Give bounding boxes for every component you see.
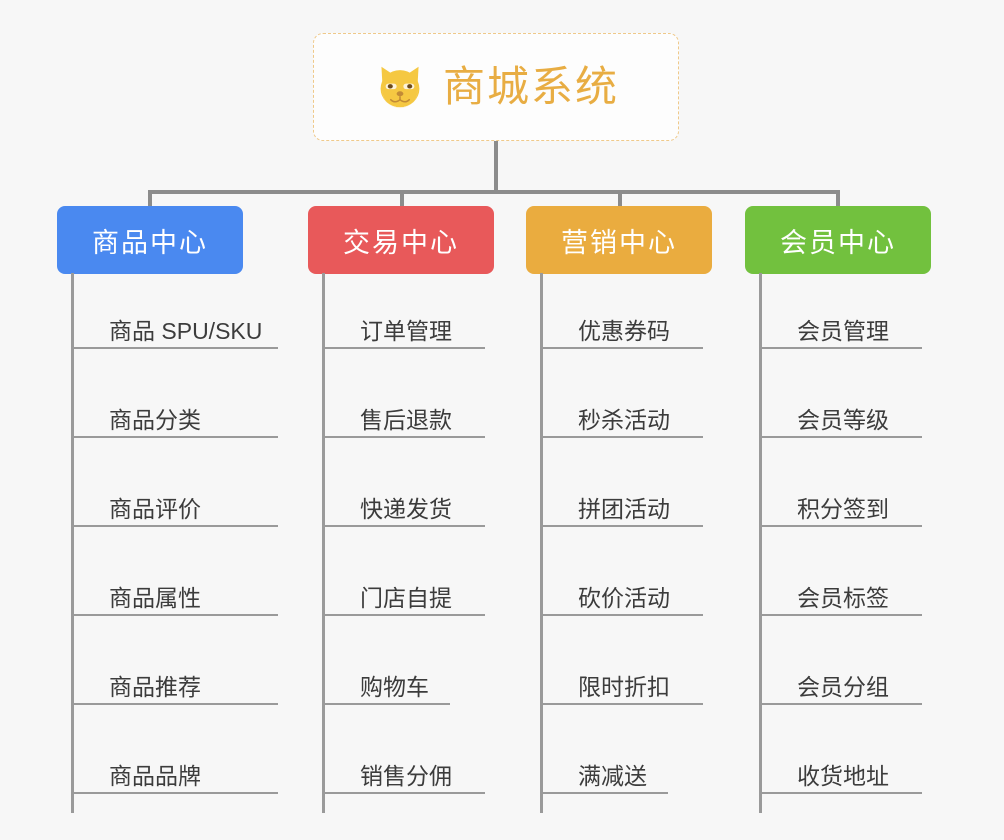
leaf-item-rule <box>540 436 703 438</box>
category-header-marketing[interactable]: 营销中心 <box>526 206 712 274</box>
leaf-item-rule <box>759 436 922 438</box>
leaf-item-label: 门店自提 <box>360 584 452 611</box>
leaf-item-rule <box>322 614 485 616</box>
leaf-item[interactable]: 商品评价 <box>71 451 298 527</box>
leaf-item[interactable]: 砍价活动 <box>540 540 723 616</box>
leaf-item-rule <box>540 792 668 794</box>
category-header-member[interactable]: 会员中心 <box>745 206 931 274</box>
leaf-item-label: 会员等级 <box>797 406 889 433</box>
category-header-label: 会员中心 <box>780 227 896 258</box>
leaf-item-rule <box>71 614 278 616</box>
leaf-item-rule <box>322 525 485 527</box>
leaf-item-rule <box>71 792 278 794</box>
leaf-item[interactable]: 积分签到 <box>759 451 942 527</box>
leaf-item[interactable]: 收货地址 <box>759 718 942 794</box>
leaf-item[interactable]: 快递发货 <box>322 451 505 527</box>
leaf-item[interactable]: 会员标签 <box>759 540 942 616</box>
leaf-item[interactable]: 商品分类 <box>71 362 298 438</box>
connector-stem <box>494 141 498 193</box>
leaf-item-label: 秒杀活动 <box>578 406 670 433</box>
leaf-item-rule <box>71 436 278 438</box>
leaf-item[interactable]: 拼团活动 <box>540 451 723 527</box>
leaf-item-label: 商品分类 <box>109 406 201 433</box>
leaf-item-label: 会员管理 <box>797 317 889 344</box>
leaf-item[interactable]: 商品 SPU/SKU <box>71 273 298 349</box>
leaf-item[interactable]: 满减送 <box>540 718 723 794</box>
leaf-item-label: 满减送 <box>578 762 647 789</box>
leaf-item-rule <box>322 347 485 349</box>
leaf-item[interactable]: 商品品牌 <box>71 718 298 794</box>
leaf-item-label: 购物车 <box>360 673 429 700</box>
category-header-trade[interactable]: 交易中心 <box>308 206 494 274</box>
leaf-item-label: 销售分佣 <box>360 762 452 789</box>
leaf-item-label: 商品 SPU/SKU <box>109 317 263 344</box>
connector-bar <box>150 190 840 194</box>
leaf-item-rule <box>759 525 922 527</box>
leaf-item[interactable]: 购物车 <box>322 629 505 705</box>
leaf-item-rule <box>759 703 922 705</box>
category-header-product[interactable]: 商品中心 <box>57 206 243 274</box>
column-spine <box>759 273 762 813</box>
leaf-item-label: 砍价活动 <box>578 584 670 611</box>
leaf-item-rule <box>540 703 703 705</box>
category-header-label: 营销中心 <box>561 227 677 258</box>
leaf-item-rule <box>759 347 922 349</box>
leaf-item-rule <box>540 347 703 349</box>
leaf-item[interactable]: 秒杀活动 <box>540 362 723 438</box>
connector-drop-1 <box>148 190 152 207</box>
leaf-item-rule <box>540 614 703 616</box>
leaf-item[interactable]: 商品推荐 <box>71 629 298 705</box>
column-spine <box>540 273 543 813</box>
leaf-item[interactable]: 会员分组 <box>759 629 942 705</box>
leaf-item-rule <box>540 525 703 527</box>
leaf-item-label: 商品品牌 <box>109 762 201 789</box>
leaf-item-label: 订单管理 <box>360 317 452 344</box>
leaf-item-label: 收货地址 <box>797 762 889 789</box>
leaf-item[interactable]: 商品属性 <box>71 540 298 616</box>
root-title: 商城系统 <box>442 63 619 110</box>
leaf-item-label: 拼团活动 <box>578 495 670 522</box>
leaf-item-label: 优惠券码 <box>578 317 670 344</box>
leaf-item-label: 售后退款 <box>360 406 452 433</box>
leaf-item[interactable]: 会员等级 <box>759 362 942 438</box>
leaf-item[interactable]: 优惠券码 <box>540 273 723 349</box>
leaf-item-rule <box>322 703 450 705</box>
connector-drop-4 <box>836 190 840 207</box>
category-header-label: 交易中心 <box>343 227 459 258</box>
connector-drop-2 <box>400 190 404 207</box>
leaf-item-rule <box>71 703 278 705</box>
leaf-item[interactable]: 售后退款 <box>322 362 505 438</box>
leaf-item-label: 商品评价 <box>109 495 201 522</box>
leaf-item-rule <box>71 525 278 527</box>
leaf-item-rule <box>759 792 922 794</box>
leaf-item[interactable]: 会员管理 <box>759 273 942 349</box>
leaf-item-label: 积分签到 <box>797 495 889 522</box>
root-node[interactable]: 商城系统 <box>313 33 679 141</box>
leaf-item[interactable]: 订单管理 <box>322 273 505 349</box>
leaf-item-label: 商品属性 <box>109 584 201 611</box>
leaf-item-rule <box>759 614 922 616</box>
column-spine <box>322 273 325 813</box>
leaf-item-label: 会员分组 <box>797 673 889 700</box>
category-header-label: 商品中心 <box>92 227 208 258</box>
leaf-item-label: 会员标签 <box>797 584 889 611</box>
leaf-item[interactable]: 门店自提 <box>322 540 505 616</box>
connector-drop-3 <box>618 190 622 207</box>
leaf-item-label: 限时折扣 <box>578 673 670 700</box>
leaf-item-rule <box>71 347 278 349</box>
leaf-item-label: 商品推荐 <box>109 673 201 700</box>
leaf-item[interactable]: 限时折扣 <box>540 629 723 705</box>
leaf-item-rule <box>322 792 485 794</box>
leaf-item-rule <box>322 436 485 438</box>
shiba-inu-icon <box>373 60 427 114</box>
leaf-item-label: 快递发货 <box>360 495 452 522</box>
column-spine <box>71 273 74 813</box>
leaf-item[interactable]: 销售分佣 <box>322 718 505 794</box>
